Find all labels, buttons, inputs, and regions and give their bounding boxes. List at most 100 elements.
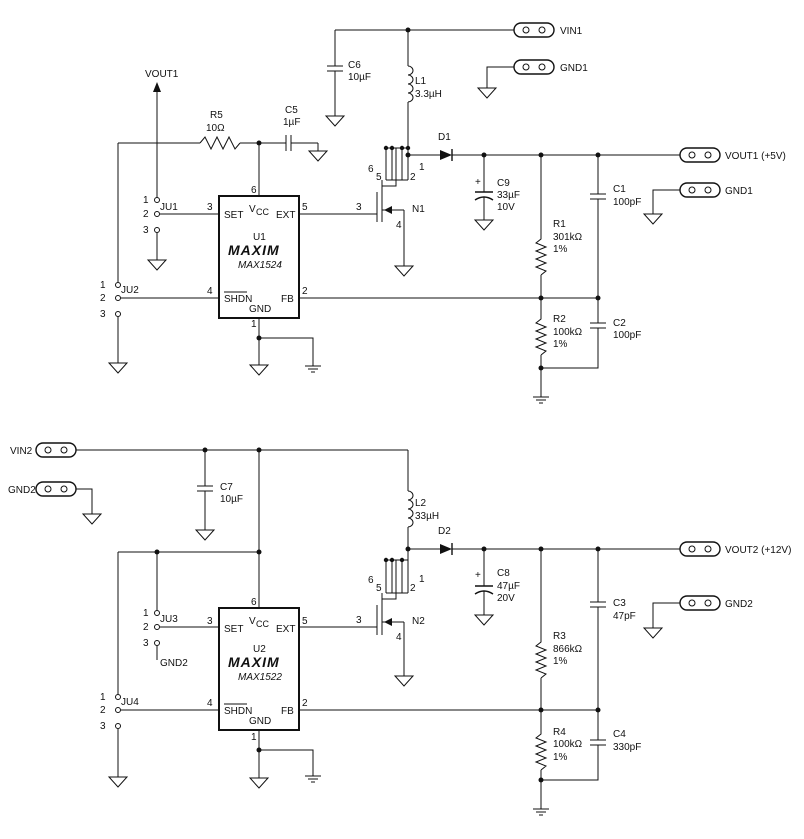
svg-text:MAX1524: MAX1524 — [238, 260, 282, 271]
svg-text:5: 5 — [302, 202, 308, 213]
maxim-logo: MAXIM — [228, 654, 280, 670]
svg-text:5: 5 — [376, 583, 382, 594]
svg-text:6: 6 — [251, 185, 257, 196]
svg-text:2: 2 — [100, 293, 106, 304]
svg-text:L2: L2 — [415, 498, 427, 509]
svg-text:VIN2: VIN2 — [10, 446, 33, 457]
svg-text:301kΩ: 301kΩ — [553, 232, 583, 243]
l2-inductor — [407, 490, 414, 528]
vout2-terminal[interactable] — [679, 541, 721, 557]
svg-text:VOUT1 (+5V): VOUT1 (+5V) — [725, 151, 786, 162]
r4-resistor — [535, 729, 547, 771]
svg-text:1%: 1% — [553, 244, 568, 255]
svg-text:1: 1 — [419, 574, 425, 585]
svg-text:3: 3 — [143, 638, 149, 649]
n1-label: N1 — [412, 204, 425, 215]
svg-text:MAX1522: MAX1522 — [238, 672, 282, 683]
vin2-terminal[interactable] — [35, 442, 77, 458]
svg-text:1: 1 — [143, 195, 149, 206]
gnd1-input-terminal[interactable] — [513, 59, 555, 75]
circuit-2: VIN2 GND2 C7 10µF L2 33µH 6 V CC SET — [8, 442, 791, 816]
circuit-1: VIN1 C6 10µF GND1 L1 3.3µH VOUT1 R5 10Ω — [100, 22, 786, 404]
svg-text:EXT: EXT — [276, 624, 295, 635]
ju2-label: JU2 — [121, 285, 139, 296]
svg-text:GND2: GND2 — [725, 599, 753, 610]
svg-text:R4: R4 — [553, 727, 566, 738]
svg-text:866kΩ: 866kΩ — [553, 644, 583, 655]
svg-text:10Ω: 10Ω — [206, 123, 225, 134]
c4-capacitor — [589, 739, 607, 746]
c7-capacitor — [196, 485, 214, 492]
svg-text:C6: C6 — [348, 60, 361, 71]
r5-resistor — [199, 135, 241, 151]
svg-text:GND2: GND2 — [160, 658, 188, 669]
svg-text:1: 1 — [251, 319, 257, 330]
svg-text:CC: CC — [256, 619, 269, 629]
svg-text:D2: D2 — [438, 526, 451, 537]
svg-text:100pF: 100pF — [613, 197, 641, 208]
svg-text:C8: C8 — [497, 568, 510, 579]
svg-text:33µF: 33µF — [497, 190, 520, 201]
maxim-logo: MAXIM — [228, 242, 280, 258]
gnd2-output-terminal[interactable] — [679, 595, 721, 611]
svg-text:6: 6 — [368, 575, 374, 586]
svg-text:C9: C9 — [497, 178, 510, 189]
r1-resistor — [535, 234, 547, 276]
svg-text:C2: C2 — [613, 318, 626, 329]
d2-diode — [440, 544, 452, 554]
vin1-label: VIN1 — [560, 26, 583, 37]
svg-text:47pF: 47pF — [613, 611, 636, 622]
vout1-terminal[interactable] — [679, 147, 721, 163]
svg-text:V: V — [249, 616, 256, 627]
svg-text:1: 1 — [100, 280, 106, 291]
svg-text:100pF: 100pF — [613, 330, 641, 341]
svg-text:3: 3 — [207, 616, 213, 627]
svg-text:3.3µH: 3.3µH — [415, 89, 442, 100]
svg-text:4: 4 — [396, 632, 402, 643]
d1-diode — [440, 150, 452, 160]
svg-text:100kΩ: 100kΩ — [553, 327, 583, 338]
svg-text:D1: D1 — [438, 132, 451, 143]
svg-text:U2: U2 — [253, 644, 266, 655]
svg-text:20V: 20V — [497, 593, 515, 604]
vin1-terminal[interactable] — [513, 22, 555, 38]
svg-text:2: 2 — [143, 209, 149, 220]
l1-inductor — [407, 65, 414, 103]
svg-text:R2: R2 — [553, 314, 566, 325]
svg-text:GND2: GND2 — [8, 485, 36, 496]
svg-text:V: V — [249, 204, 256, 215]
svg-text:1: 1 — [251, 732, 257, 743]
svg-text:5: 5 — [376, 172, 382, 183]
svg-text:L1: L1 — [415, 76, 427, 87]
svg-text:2: 2 — [410, 172, 416, 183]
svg-text:C1: C1 — [613, 184, 626, 195]
svg-text:R3: R3 — [553, 631, 566, 642]
svg-text:+: + — [475, 570, 481, 581]
svg-text:2: 2 — [143, 622, 149, 633]
svg-text:2: 2 — [302, 698, 308, 709]
svg-text:3: 3 — [356, 202, 362, 213]
svg-text:2: 2 — [100, 705, 106, 716]
svg-text:6: 6 — [251, 597, 257, 608]
svg-text:R1: R1 — [553, 219, 566, 230]
svg-text:SHDN: SHDN — [224, 294, 252, 305]
svg-text:330pF: 330pF — [613, 742, 641, 753]
svg-text:5: 5 — [302, 616, 308, 627]
svg-text:GND1: GND1 — [560, 63, 588, 74]
gnd2-input-terminal[interactable] — [35, 481, 77, 497]
c1-capacitor — [589, 193, 607, 200]
svg-text:+: + — [475, 177, 481, 188]
gnd1-output-terminal[interactable] — [679, 182, 721, 198]
svg-text:6: 6 — [368, 164, 374, 175]
ju4-label: JU4 — [121, 697, 139, 708]
svg-text:10µF: 10µF — [348, 72, 371, 83]
svg-text:3: 3 — [100, 309, 106, 320]
svg-text:SHDN: SHDN — [224, 706, 252, 717]
svg-text:10µF: 10µF — [220, 494, 243, 505]
svg-text:33µH: 33µH — [415, 511, 439, 522]
svg-text:EXT: EXT — [276, 210, 295, 221]
c3-capacitor — [589, 601, 607, 608]
svg-text:R5: R5 — [210, 110, 223, 121]
svg-text:4: 4 — [396, 220, 402, 231]
